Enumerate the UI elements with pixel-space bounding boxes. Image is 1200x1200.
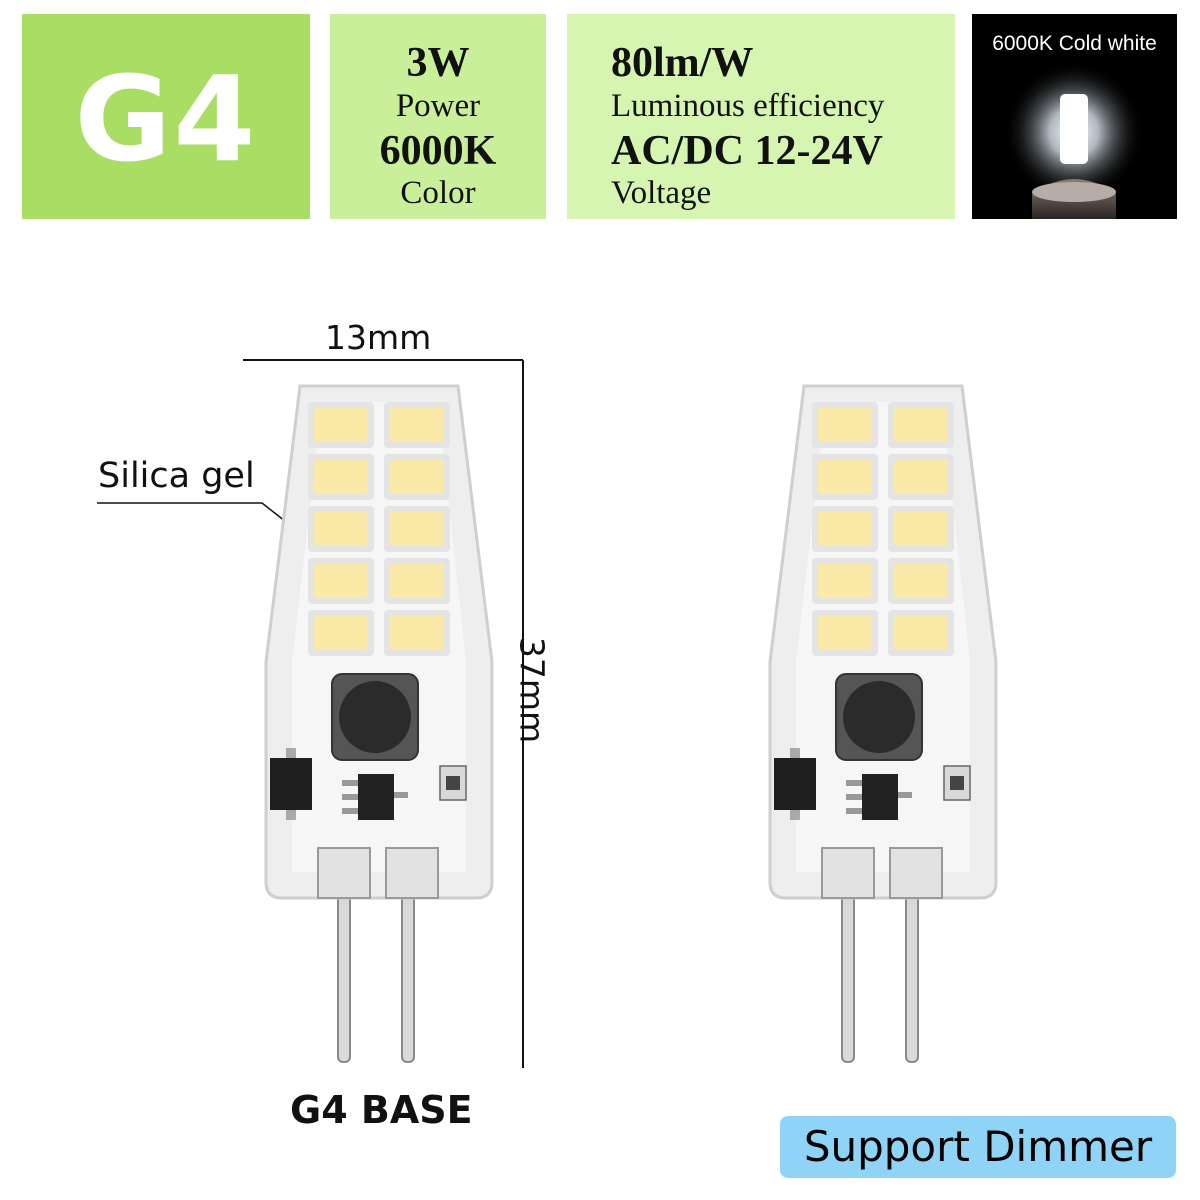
resistor-body bbox=[446, 776, 460, 790]
ic-pin bbox=[342, 780, 358, 786]
power-label: Power bbox=[395, 88, 481, 124]
glowing-bulb-image bbox=[1004, 62, 1144, 219]
voltage-label: Voltage bbox=[611, 175, 712, 211]
led-chip bbox=[390, 564, 444, 598]
efficiency-label: Luminous efficiency bbox=[611, 88, 885, 124]
led-chip bbox=[818, 616, 872, 650]
ic-pin bbox=[342, 794, 358, 800]
diode-pad bbox=[790, 810, 800, 820]
efficiency-value: 80lm/W bbox=[611, 40, 754, 86]
pin-pad-left bbox=[317, 847, 371, 899]
power-color-panel: 3W Power 6000K Color bbox=[330, 14, 546, 219]
ic-pin bbox=[342, 808, 358, 814]
pin-pad-right bbox=[385, 847, 439, 899]
preview-caption: 6000K Cold white bbox=[992, 32, 1157, 55]
diode-pad bbox=[790, 748, 800, 758]
diode bbox=[774, 758, 816, 810]
led-chip bbox=[390, 408, 444, 442]
ic-pin bbox=[846, 808, 862, 814]
diode-pad bbox=[286, 748, 296, 758]
bulb-image-left bbox=[264, 384, 494, 1063]
base-label: G4 BASE bbox=[290, 1088, 473, 1132]
ic-chip bbox=[358, 774, 394, 820]
led-chip bbox=[894, 512, 948, 546]
led-chip bbox=[818, 512, 872, 546]
support-dimmer-badge: Support Dimmer bbox=[780, 1116, 1176, 1178]
led-chip bbox=[314, 564, 368, 598]
led-chip bbox=[818, 408, 872, 442]
led-chip bbox=[894, 564, 948, 598]
ic-pin bbox=[846, 780, 862, 786]
color-label: Color bbox=[400, 175, 476, 211]
led-chip bbox=[894, 460, 948, 494]
inductor-core bbox=[339, 681, 411, 753]
led-chip bbox=[390, 512, 444, 546]
led-chip bbox=[894, 408, 948, 442]
led-chip bbox=[894, 616, 948, 650]
support-dimmer-text: Support Dimmer bbox=[803, 1122, 1153, 1171]
socket-type-title: G4 bbox=[74, 50, 258, 188]
color-value: 6000K bbox=[379, 128, 497, 174]
bulb-image-right bbox=[768, 384, 998, 1063]
ic-chip bbox=[862, 774, 898, 820]
led-chip bbox=[314, 408, 368, 442]
ic-pin bbox=[846, 794, 862, 800]
diode bbox=[270, 758, 312, 810]
diode-pad bbox=[286, 810, 296, 820]
power-value: 3W bbox=[406, 40, 470, 86]
led-chip bbox=[390, 460, 444, 494]
led-chip bbox=[314, 460, 368, 494]
material-label: Silica gel bbox=[98, 456, 255, 496]
efficiency-voltage-panel: 80lm/W Luminous efficiency AC/DC 12-24V … bbox=[567, 14, 955, 219]
led-chip bbox=[818, 564, 872, 598]
resistor-body bbox=[950, 776, 964, 790]
pin-pad-right bbox=[889, 847, 943, 899]
ic-pin bbox=[898, 792, 912, 798]
led-chip bbox=[818, 460, 872, 494]
pin-pad-left bbox=[821, 847, 875, 899]
socket-type-panel: G4 bbox=[22, 14, 310, 219]
width-dimension-label: 13mm bbox=[325, 318, 432, 357]
led-chip bbox=[390, 616, 444, 650]
lit-bulb-preview: 6000K Cold white bbox=[972, 14, 1177, 219]
inductor-core bbox=[843, 681, 915, 753]
ic-pin bbox=[394, 792, 408, 798]
led-chip bbox=[314, 616, 368, 650]
voltage-value: AC/DC 12-24V bbox=[611, 128, 883, 174]
height-dimension-label: 37mm bbox=[512, 636, 552, 744]
led-chip bbox=[314, 512, 368, 546]
